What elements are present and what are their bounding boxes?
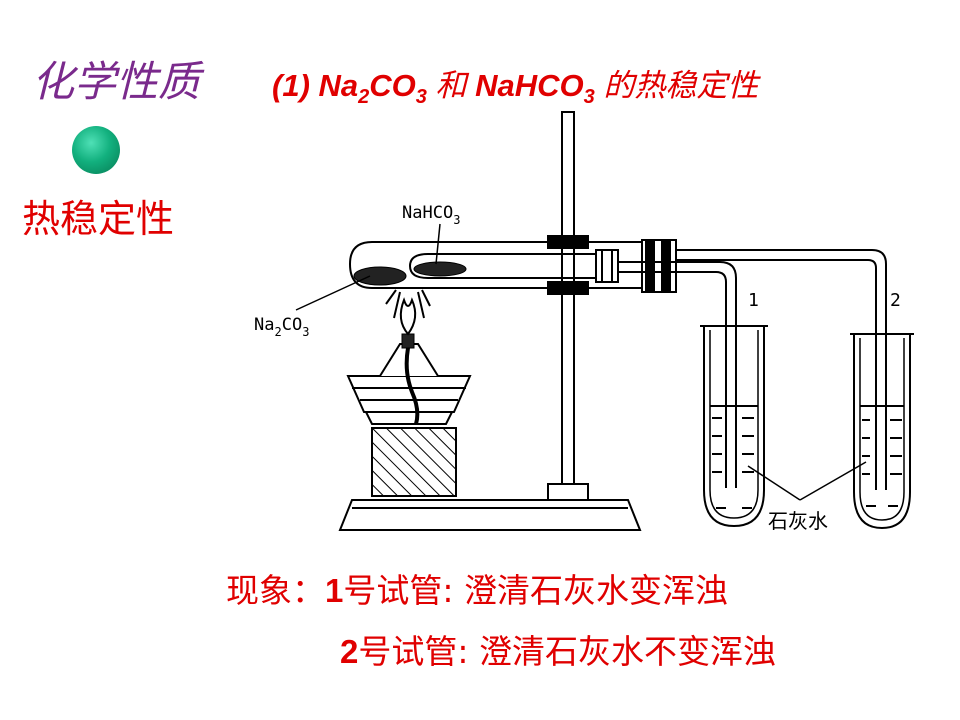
na2co3-leader (295, 275, 371, 311)
subtitle-sub2: 3 (415, 86, 427, 109)
observation-tube2-text: 号试管: 澄清石灰水不变浑浊 (358, 632, 776, 671)
tube2-number: 2 (890, 290, 901, 311)
slide-subtitle: (1) Na2CO3 和 NaHCO3 的热稳定性 (272, 60, 758, 109)
nahco3-leader (435, 223, 441, 265)
limewater-lines-2 (860, 405, 904, 507)
delivery-tube-1 (618, 261, 737, 488)
subtitle-mid2: NaHCO (475, 68, 584, 103)
observation-lead: 现象： (226, 571, 325, 610)
stand-rod (547, 111, 589, 501)
observation-tube2-number: 2 (340, 633, 359, 670)
nahco3-label: NaHCO3 (402, 203, 460, 227)
subtitle-conj: 和 (426, 68, 476, 103)
alcohol-lamp (346, 343, 472, 425)
section-heading: 热稳定性 (22, 197, 175, 241)
subtitle-mid1: CO (369, 68, 416, 103)
observation-tube1-number: 1 (325, 572, 344, 609)
heated-test-tube (348, 241, 650, 289)
lamp-support-block (371, 427, 457, 497)
observation-line-1: 现象：1号试管: 澄清石灰水变浑浊 (226, 564, 728, 612)
limewater-lines-1 (710, 405, 758, 509)
receiving-tube-2 (850, 333, 914, 530)
powder-samples (353, 261, 467, 286)
observation-line-2: 2号试管: 澄清石灰水不变浑浊 (340, 625, 776, 673)
flame-icon (385, 289, 431, 336)
na2co3-label: Na2CO3 (254, 315, 309, 339)
subtitle-sub1: 2 (358, 86, 370, 109)
receiving-tube-1 (700, 325, 768, 528)
subtitle-prefix: (1) Na (272, 68, 359, 103)
observation-tube1-text: 号试管: 澄清石灰水变浑浊 (343, 571, 728, 610)
limewater-label: 石灰水 (768, 509, 828, 533)
delivery-tube-2 (676, 249, 887, 490)
subtitle-sub3: 3 (583, 86, 595, 109)
subtitle-suffix: 的热稳定性 (594, 68, 759, 103)
stoppers (595, 239, 677, 293)
bullet-icon (72, 126, 120, 174)
tube1-number: 1 (748, 290, 759, 311)
limewater-leaders (747, 461, 867, 501)
page-title: 化学性质 (32, 57, 201, 106)
stand-base (338, 499, 642, 531)
